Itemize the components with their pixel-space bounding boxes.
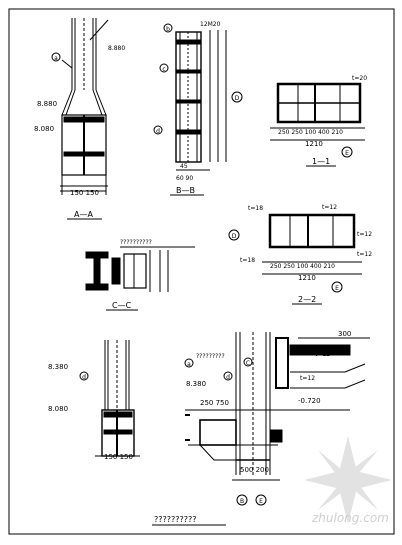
rebar-12m20: 12M20	[200, 21, 221, 28]
callout-a-label: a	[54, 55, 58, 62]
axis-e-lr	[255, 494, 267, 506]
elev-8880-b: 8.880	[108, 45, 125, 52]
dim-300: 300	[338, 330, 351, 338]
callout-c	[159, 63, 169, 73]
axis-e-11	[341, 146, 353, 158]
axis-b-lr	[236, 494, 248, 506]
dim-1210-b: 1210	[298, 274, 316, 282]
axis-d2-label: D	[232, 233, 237, 240]
elev-m0720: -0.720	[298, 397, 321, 405]
elev-8380-b: 8.380	[186, 380, 206, 388]
section-22	[262, 213, 362, 275]
callout-b	[163, 23, 173, 33]
dim-45: 45	[180, 163, 188, 170]
drawing-title: ??????????	[154, 515, 196, 524]
elev-8380-a: 8.380	[48, 363, 68, 371]
callout-a-lr-label: a	[187, 361, 191, 368]
title-11: 1—1	[312, 157, 330, 166]
dim-150150: 150 150	[70, 189, 99, 197]
elev-8080: 8.080	[34, 125, 54, 133]
note-cc: ??????????	[120, 239, 152, 246]
plate-t12b: t=12	[357, 231, 372, 238]
axis-e-label: E	[345, 150, 349, 157]
dim-1210: 1210	[305, 140, 323, 148]
axis-d-22	[228, 229, 240, 241]
title-aa: A—A	[74, 210, 93, 219]
section-bb	[175, 30, 227, 171]
axis-e-22	[331, 281, 343, 293]
dim-150150-b: 150 150	[104, 453, 133, 461]
callout-d-ll-label: d	[82, 374, 86, 381]
callout-c-lr	[243, 357, 253, 367]
title-bb: B—B	[176, 186, 195, 195]
axis-e2-label: E	[335, 285, 339, 292]
note-lr: ?????????	[196, 353, 225, 360]
plate-t20: t=20	[352, 75, 367, 82]
axis-d-label: D	[235, 95, 240, 102]
dim-row-22: 250 250 100 400 210	[270, 263, 335, 270]
callout-d-ll	[79, 371, 89, 381]
title-cc: C—C	[112, 301, 132, 310]
callout-c-lr-label: C	[246, 360, 250, 367]
elev-8880: 8.880	[37, 100, 57, 108]
plate-t12d: t=12	[300, 375, 315, 382]
plate-t18: t=18	[248, 205, 263, 212]
callout-a-aa	[51, 52, 61, 62]
callout-d-lr-label: d	[226, 374, 230, 381]
axis-e-lr-label: E	[259, 498, 263, 505]
dim-250-750: 250 750	[200, 399, 229, 407]
plate-t12a: t=12	[322, 204, 337, 211]
watermark-text: zhulong.com	[312, 511, 389, 525]
elevation-lower-right	[185, 332, 370, 481]
section-aa	[60, 18, 109, 195]
plate-t12c: t=12	[357, 251, 372, 258]
callout-d	[153, 125, 163, 135]
axis-d-11	[231, 91, 243, 103]
callout-d-lr	[223, 371, 233, 381]
callout-b-label: b	[166, 26, 170, 33]
plate-t18b: t=18	[240, 257, 255, 264]
title-22: 2—2	[298, 295, 316, 304]
elev-8080-b: 8.080	[48, 405, 68, 413]
dim-500-200: 500 200	[240, 466, 269, 474]
sheet-frame	[8, 8, 395, 535]
column-lower-left	[95, 340, 140, 457]
dim-row-11: 250 250 100 400 210	[278, 129, 343, 136]
plate-t12e: t=12	[315, 351, 330, 358]
section-cc	[85, 246, 195, 292]
callout-c-label: c	[162, 66, 165, 73]
dim-6090: 60 90	[176, 175, 193, 182]
axis-b-lr-label: B	[240, 498, 244, 505]
callout-d-label: d	[156, 128, 160, 135]
section-11	[270, 82, 365, 141]
callout-a-lr	[184, 358, 194, 368]
watermark-logo	[298, 430, 398, 530]
